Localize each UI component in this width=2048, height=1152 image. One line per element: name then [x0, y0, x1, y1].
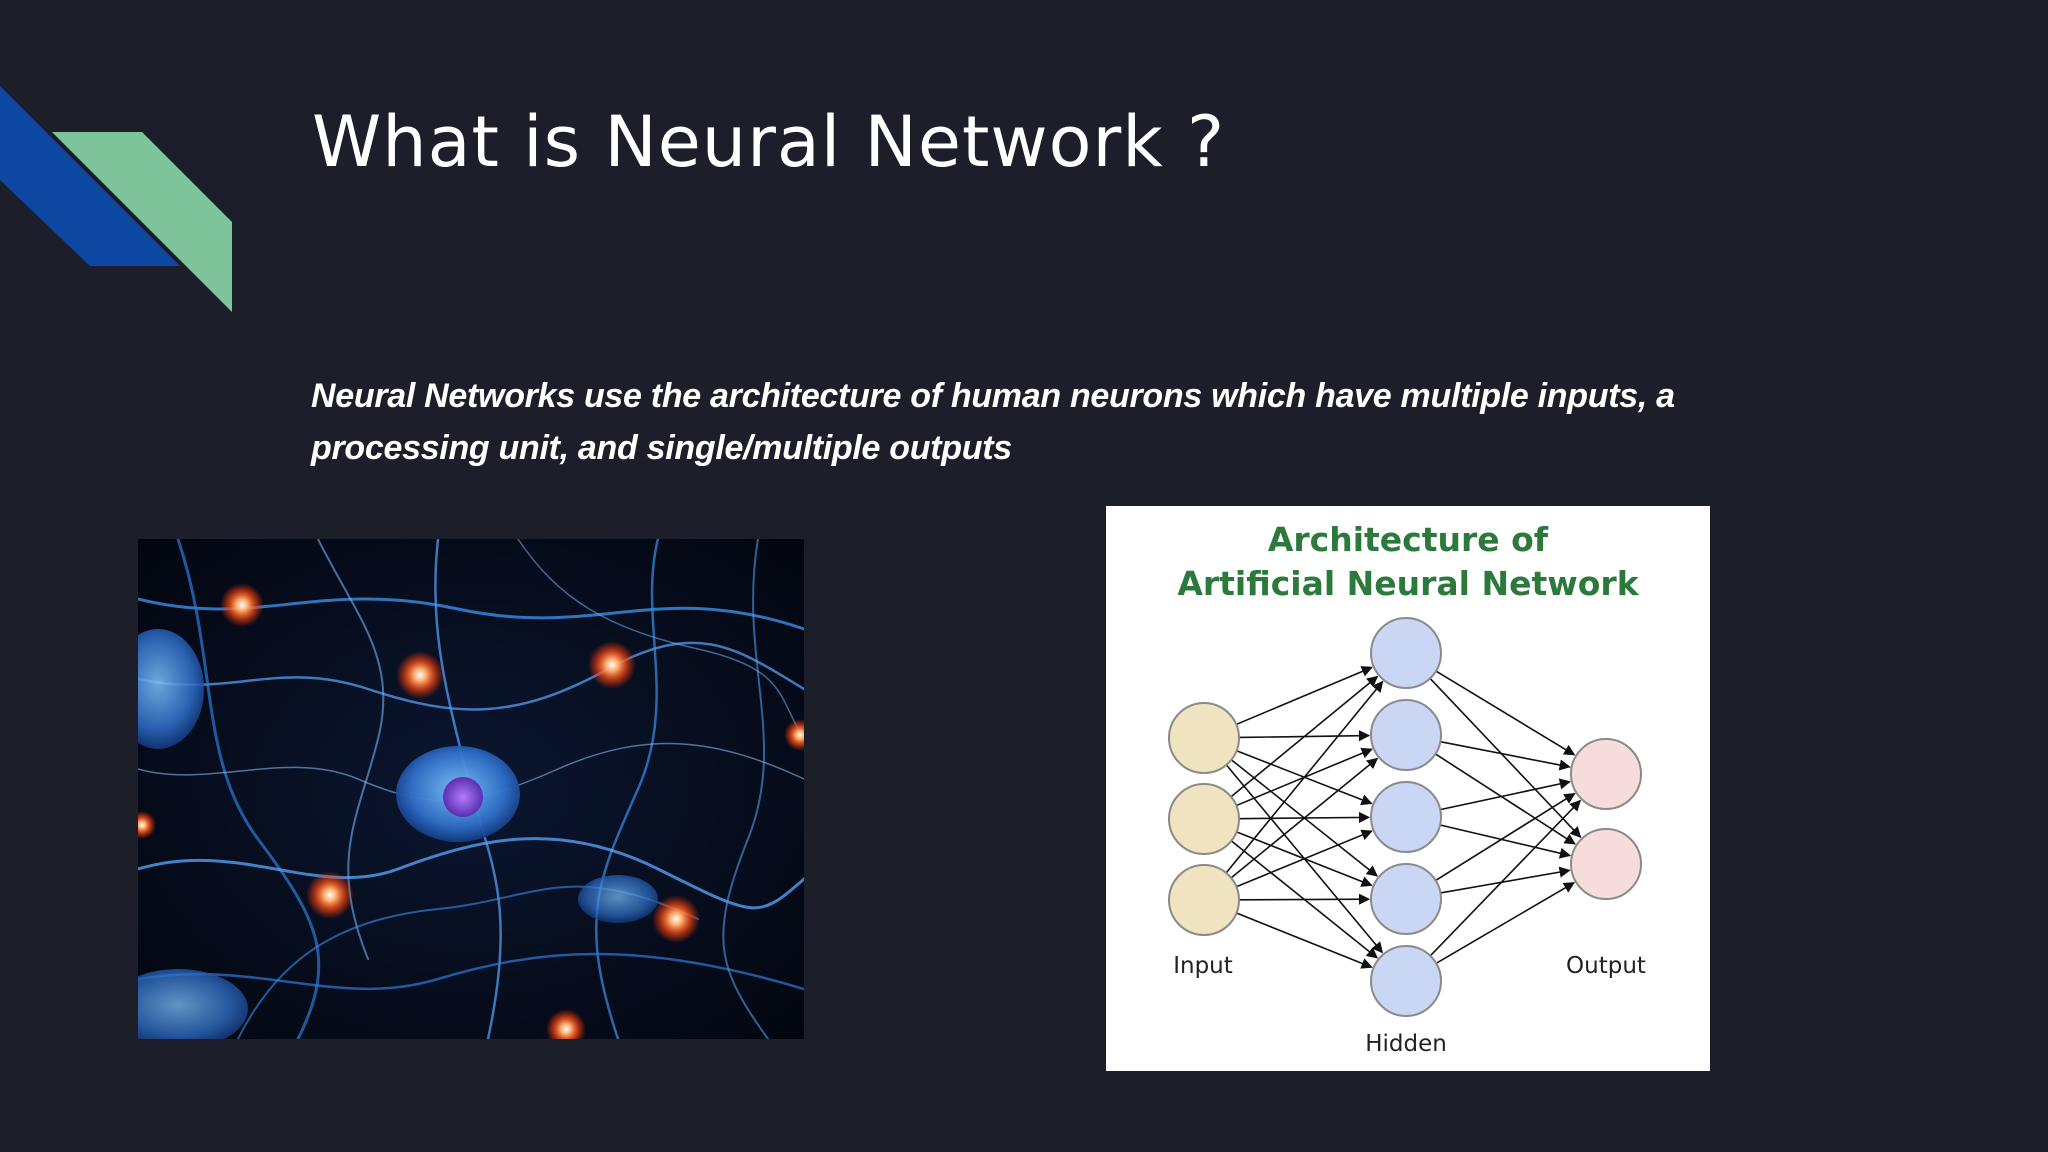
corner-accent-shape: [0, 86, 232, 312]
network-edge: [1434, 753, 1576, 845]
network-edge: [1230, 757, 1379, 879]
network-edge: [1440, 866, 1571, 894]
synapse-glow: [652, 895, 700, 943]
network-graph: [1168, 617, 1642, 1017]
neuron-soma-bottom-right: [578, 875, 658, 923]
neuron-network-photo: [138, 539, 804, 1039]
output-layer-label: Output: [1566, 953, 1646, 979]
network-edge: [1236, 912, 1373, 969]
network-edge: [1435, 670, 1576, 756]
dendrite-strand: [517, 539, 804, 740]
input-node: [1168, 864, 1240, 936]
neuron-cell-bodies: [138, 629, 658, 1039]
network-edge: [1235, 666, 1373, 726]
network-edge: [1238, 893, 1371, 905]
network-edges: [1225, 666, 1582, 969]
network-edge: [1225, 680, 1384, 874]
neuron-soma-left: [138, 629, 204, 749]
synapse-glows: [138, 583, 804, 1039]
network-edge: [1429, 799, 1582, 957]
output-node: [1570, 828, 1642, 900]
neuron-soma-bottom: [138, 969, 248, 1039]
input-node: [1168, 702, 1240, 774]
hidden-node: [1370, 863, 1442, 935]
accent-blue-stripe: [0, 86, 180, 266]
synapse-glow: [784, 719, 804, 751]
network-edge: [1439, 824, 1572, 859]
slide-title: What is Neural Network ?: [312, 101, 1226, 183]
ann-architecture-diagram: Architecture of Artificial Neural Networ…: [1106, 506, 1710, 1071]
input-layer-label: Input: [1173, 953, 1233, 979]
slide-subtitle: Neural Networks use the architecture of …: [311, 377, 1675, 467]
hidden-node: [1370, 699, 1442, 771]
synapse-glow: [396, 651, 444, 699]
synapse-glow: [546, 1009, 586, 1039]
network-nodes: [1168, 617, 1642, 1017]
dendrite-strand: [317, 539, 385, 960]
input-node: [1168, 783, 1240, 855]
network-edge: [1440, 740, 1571, 771]
hidden-layer-label: Hidden: [1365, 1031, 1447, 1057]
synapse-glow: [306, 871, 354, 919]
diagram-title-line2: Artificial Neural Network: [1177, 564, 1639, 603]
network-edge: [1230, 675, 1379, 798]
network-edge: [1429, 677, 1582, 838]
hidden-node: [1370, 617, 1442, 689]
dendrite-strand: [176, 539, 321, 1039]
hidden-node: [1370, 781, 1442, 853]
neuron-nucleus: [443, 777, 483, 817]
output-node: [1570, 738, 1642, 810]
synapse-glow: [220, 583, 264, 627]
accent-green-stripe: [52, 132, 232, 312]
dendrite-strand: [722, 539, 769, 1039]
dendrite-strand: [138, 952, 804, 991]
diagram-title-line1: Architecture of: [1267, 520, 1549, 559]
synapse-glow: [588, 641, 636, 689]
network-edge: [1435, 792, 1576, 882]
dendrite-strand: [595, 539, 660, 1039]
hidden-node: [1370, 945, 1442, 1017]
network-edge: [1236, 829, 1373, 888]
network-edge: [1440, 778, 1571, 811]
dendrite-strand: [138, 641, 804, 711]
network-edge: [1435, 881, 1576, 965]
dendrite-strand: [138, 837, 804, 910]
synapse-glow: [138, 811, 156, 839]
